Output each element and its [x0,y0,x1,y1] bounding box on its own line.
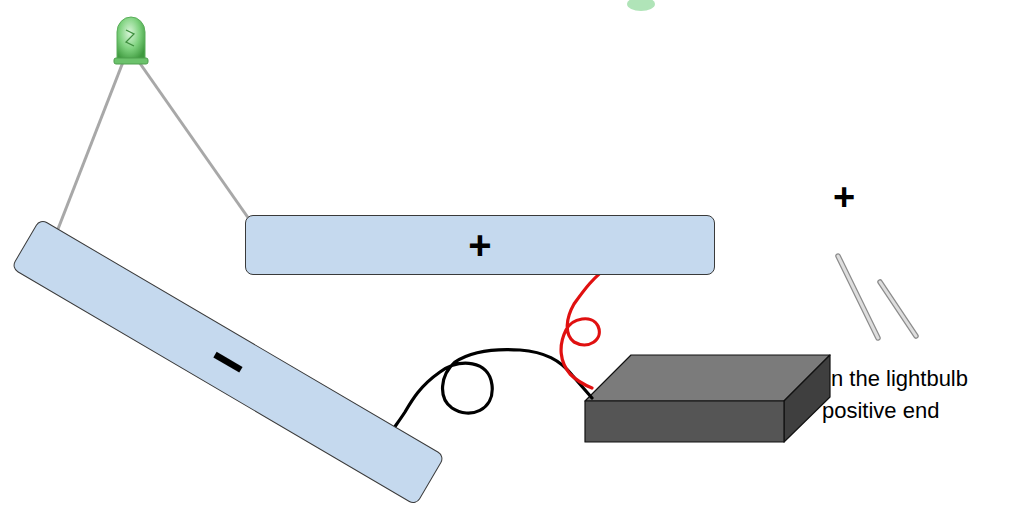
positive-plate: + [245,215,715,275]
led [114,17,148,64]
note-text: positive end [822,398,939,423]
polarity-sign: − [198,327,259,396]
battery-box [585,355,830,442]
led-lead [139,62,249,219]
led-lead [58,62,123,229]
led-lead [838,256,916,338]
note-text: n the lightbulb [831,366,968,391]
polarity-sign: + [468,225,491,265]
polarity-sign: + [833,176,855,220]
led-fragment [627,0,655,11]
